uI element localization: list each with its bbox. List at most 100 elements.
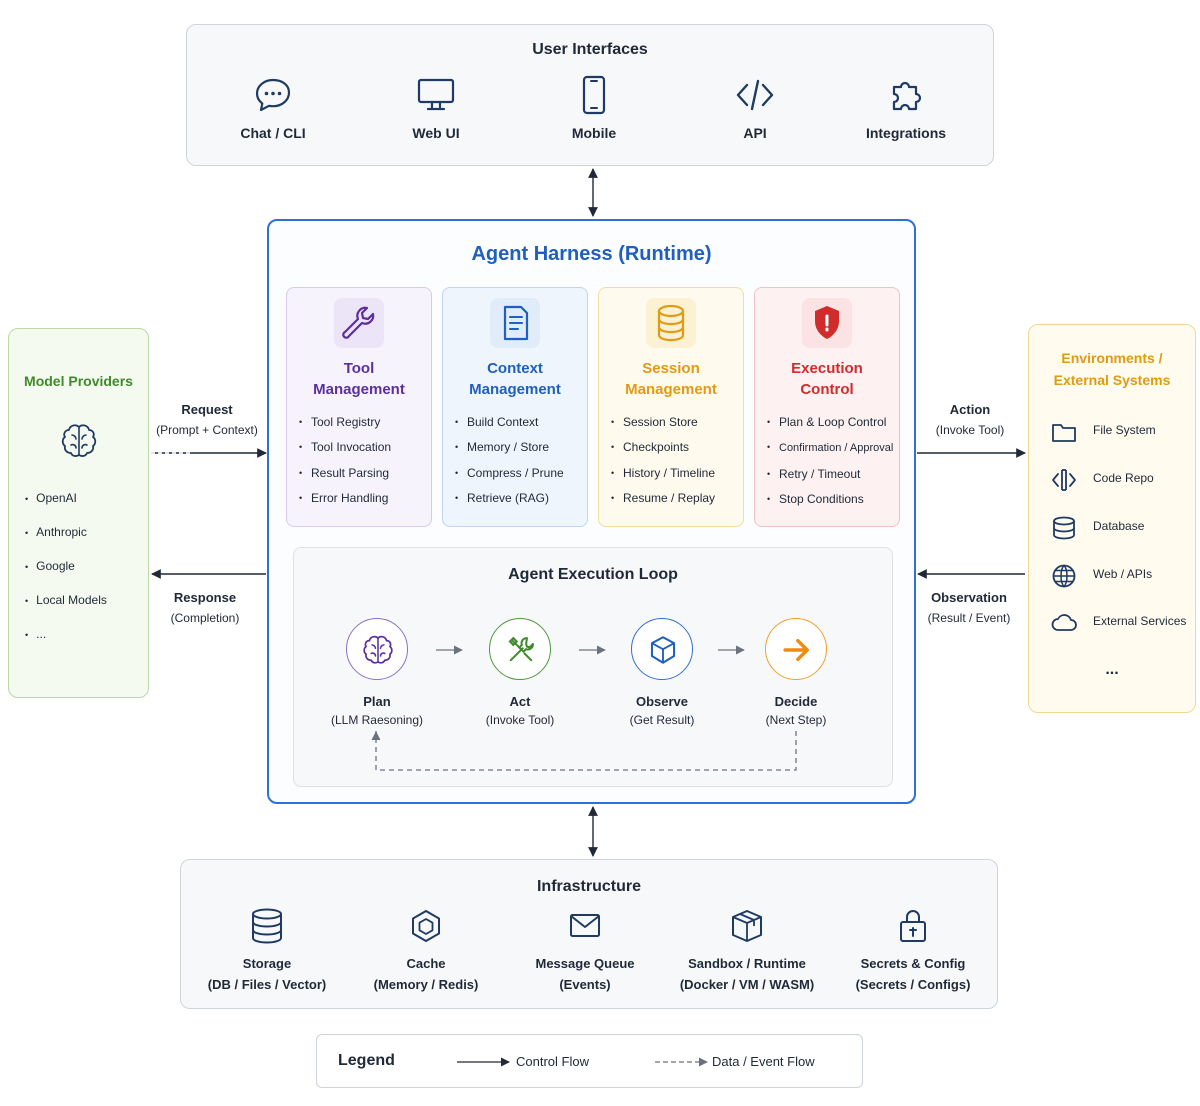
module-list: Plan & Loop Control Confirmation / Appro… [767, 410, 893, 513]
module-list-item: Build Context [455, 410, 564, 435]
user-interfaces-panel: User Interfaces Chat / CLI Web UI Mobile… [186, 24, 994, 166]
cube-icon [631, 618, 693, 680]
module-list-item: Compress / Prune [455, 461, 564, 486]
infra-item-sub: (Secrets / Configs) [855, 977, 971, 992]
env-item-code-repo: Code Repo [1051, 465, 1197, 495]
ui-item-chat: Chat / CLI [213, 75, 333, 141]
module-list-item: Memory / Store [455, 435, 564, 460]
model-providers-list: •OpenAI •Anthropic •Google •Local Models… [25, 491, 107, 661]
module-list-item: Session Store [611, 410, 715, 435]
step-sub: (LLM Raesoning) [330, 713, 424, 727]
env-item-label: Web / APIs [1093, 567, 1153, 581]
infrastructure-panel: Infrastructure Storage (DB / Files / Vec… [180, 859, 998, 1009]
shield-icon [802, 298, 852, 348]
infra-item-cache: Cache (Memory / Redis) [346, 908, 506, 992]
observation-label: Observation (Result / Event) [927, 590, 1011, 625]
module-list-item: Confirmation / Approval [767, 435, 893, 461]
environments-more: ... [1105, 661, 1119, 678]
brain-icon [346, 618, 408, 680]
module-list: Build Context Memory / Store Compress / … [455, 410, 564, 512]
response-label: Response (Completion) [170, 590, 240, 625]
infra-item-sub: (DB / Files / Vector) [207, 977, 327, 992]
step-sub: (Get Result) [629, 713, 695, 727]
cloud-icon [1051, 614, 1077, 631]
agent-execution-loop: Agent Execution Loop Plan (LLM Raesoning… [293, 547, 893, 787]
model-providers-panel: Model Providers •OpenAI •Anthropic •Goog… [8, 328, 149, 698]
harness-title: Agent Harness (Runtime) [471, 243, 712, 265]
request-label: Request (Prompt + Context) [156, 402, 258, 437]
action-label: Action (Invoke Tool) [935, 402, 1005, 437]
module-list-item: Tool Registry [299, 410, 391, 435]
module-list-item: Retry / Timeout [767, 462, 893, 487]
database-stack-icon [646, 298, 696, 348]
infra-item-label: Storage [242, 956, 292, 971]
step-label: Observe [635, 694, 689, 709]
env-item-label: Code Repo [1093, 471, 1154, 485]
loop-return-arrow [375, 731, 797, 771]
chat-bubble-icon [255, 78, 291, 112]
model-provider-item: •... [25, 627, 47, 641]
infra-item-label: Secrets & Config [860, 956, 966, 971]
loop-title: Agent Execution Loop [508, 566, 678, 583]
loop-connectors [371, 645, 797, 771]
step-sub: (Invoke Tool) [485, 713, 555, 727]
env-item-label: External Services [1093, 614, 1187, 628]
code-brackets-icon [736, 79, 774, 111]
model-provider-item: •Local Models [25, 593, 107, 607]
lock-icon [900, 910, 926, 942]
document-icon [490, 298, 540, 348]
folder-icon [1052, 424, 1076, 442]
loop-step-observe: Observe (Get Result) [592, 618, 732, 727]
legend-control-flow-line [457, 1057, 510, 1067]
user-interfaces-title: User Interfaces [532, 41, 648, 58]
env-item-database: Database [1051, 513, 1197, 543]
legend: Legend Control Flow Data / Event Flow [316, 1034, 863, 1088]
step-label: Decide [774, 694, 818, 709]
envelope-icon [570, 914, 600, 937]
ui-item-label: Mobile [571, 125, 617, 141]
legend-data-flow-line [655, 1057, 708, 1067]
ui-item-web: Web UI [376, 75, 496, 141]
ui-item-label: Web UI [412, 125, 460, 141]
env-item-label: File System [1093, 423, 1156, 437]
step-label: Act [509, 694, 531, 709]
tools-icon [489, 618, 551, 680]
arrow-right-icon [765, 618, 827, 680]
model-providers-title: Model Providers [24, 373, 133, 389]
hexagon-icon [412, 910, 440, 942]
environments-title: Environments /External Systems [1053, 350, 1171, 388]
infra-item-label: Cache [406, 956, 446, 971]
env-item-file-system: File System [1051, 417, 1197, 447]
module-list-item: Result Parsing [299, 461, 391, 486]
module-list-item: Plan & Loop Control [767, 410, 893, 435]
infrastructure-title: Infrastructure [536, 878, 642, 895]
puzzle-piece-icon [892, 81, 922, 111]
env-item-web-apis: Web / APIs [1051, 561, 1197, 591]
loop-step-decide: Decide (Next Step) [726, 618, 866, 727]
loop-step-plan: Plan (LLM Raesoning) [307, 618, 447, 727]
infra-item-label: Message Queue [535, 956, 635, 971]
module-list: Session Store Checkpoints History / Time… [611, 410, 715, 512]
module-list-item: History / Timeline [611, 461, 715, 486]
wrench-icon [334, 298, 384, 348]
ui-item-label: API [743, 125, 767, 141]
brain-icon [61, 424, 97, 457]
step-sub: (Next Step) [765, 713, 827, 727]
infra-item-message-queue: Message Queue (Events) [505, 908, 665, 992]
ui-item-label: Integrations [865, 125, 947, 141]
module-list-item: Error Handling [299, 486, 391, 511]
module-list: Tool Registry Tool Invocation Result Par… [299, 410, 391, 512]
module-list-item: Stop Conditions [767, 487, 893, 512]
infra-item-sandbox: Sandbox / Runtime (Docker / VM / WASM) [667, 908, 827, 992]
module-list-item: Resume / Replay [611, 486, 715, 511]
monitor-icon [417, 78, 455, 111]
model-provider-item: •Anthropic [25, 525, 87, 539]
